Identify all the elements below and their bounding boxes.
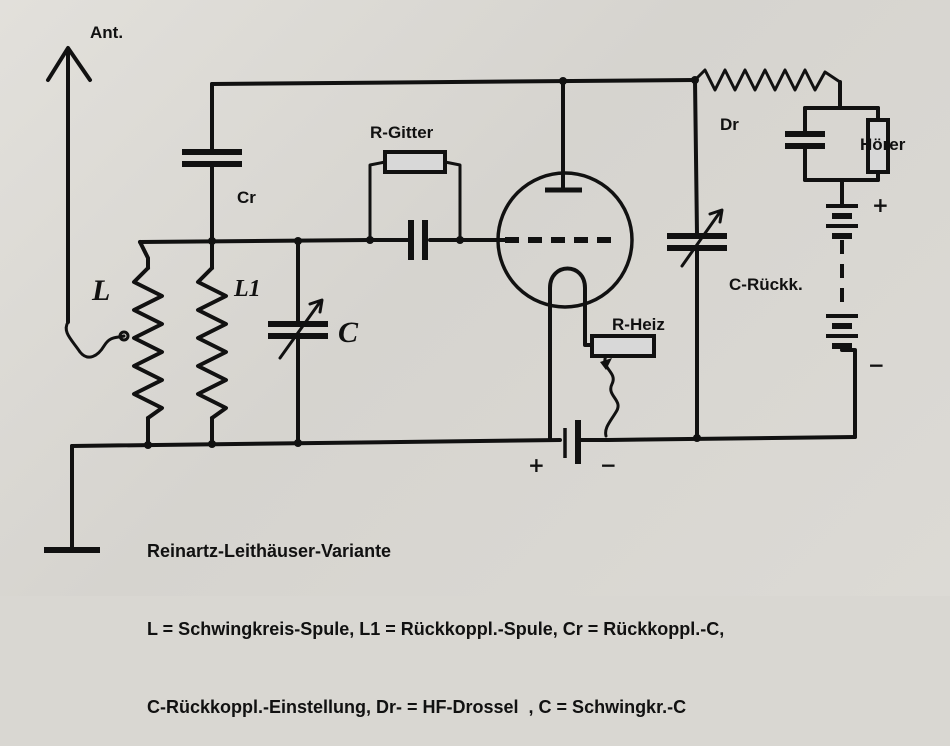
choke-winding (693, 68, 842, 92)
top-rail-wire (210, 78, 697, 86)
heater-battery (563, 420, 610, 464)
anode-battery (826, 204, 858, 439)
ground-symbol (44, 444, 100, 553)
anode-battery-lower-lead (840, 348, 857, 439)
antenna-label: Ant. (90, 23, 123, 42)
coil-l-label: L (91, 274, 110, 307)
caption-block: Reinartz-Leithäuser-Variante L = Schwing… (147, 486, 724, 746)
node-anode-top (559, 77, 567, 85)
rgrid-label: R-Gitter (370, 123, 434, 142)
coil-l1-winding (196, 266, 228, 420)
caption-legend-line-2: C-Rückkoppl.-Einstellung, Dr- = HF-Dross… (147, 697, 687, 717)
coil-l-winding (132, 266, 164, 420)
triode-tube (496, 78, 634, 442)
headphone-network (785, 106, 890, 206)
capacitor-grid (408, 220, 428, 260)
c-adjust-arrow-head (308, 298, 324, 314)
antenna-symbol (46, 46, 130, 359)
resistor-grid (368, 150, 462, 242)
rheiz-label: R-Heiz (612, 315, 665, 334)
anode-minus-sign: − (868, 353, 885, 377)
coil-l1 (196, 239, 228, 446)
capacitor-c-variable (268, 239, 328, 445)
crueck-upper-lead (693, 78, 699, 236)
c-label: C (338, 316, 359, 349)
filament (548, 266, 587, 307)
antenna-tap-lead (64, 320, 126, 359)
rgrid-body (383, 150, 447, 174)
caption-title: Reinartz-Leithäuser-Variante (147, 541, 392, 561)
capacitor-cr (182, 82, 242, 242)
rheiz-wiper-lead (603, 354, 620, 438)
capacitor-feedback-variable (667, 78, 727, 440)
grid-rail-left (138, 238, 372, 244)
rheiz-body (590, 334, 656, 358)
bottom-rail-right (606, 435, 857, 442)
crueck-adjust-arrow-head (708, 208, 724, 224)
anode-plus-sign: + (872, 193, 889, 217)
heater-plus-sign: + (528, 453, 545, 477)
rgrid-left-lead (368, 160, 387, 242)
choke-label: Dr (720, 115, 739, 134)
antenna-arrow (46, 46, 92, 82)
filament-lead-right (583, 303, 594, 347)
antenna-tap-point (118, 330, 130, 342)
hoerer-label: Hörer (860, 135, 906, 154)
coil-l-top-lead (138, 240, 150, 270)
crueck-adjust-arrow-shaft (680, 210, 722, 268)
rheiz-wiper-arrow (600, 358, 612, 370)
bottom-rail-left (70, 438, 562, 448)
resistor-heater (590, 334, 656, 438)
reinartz-schematic: Ant. Cr R-Gitter (44, 23, 906, 553)
coil-l1-label: L1 (233, 276, 261, 302)
coil-l (132, 240, 164, 447)
rgrid-right-lead (443, 160, 462, 242)
c-adjust-arrow-shaft (278, 300, 322, 360)
cr-label: Cr (237, 188, 256, 207)
heater-minus-sign: − (600, 453, 617, 477)
caption-legend-line-1: L = Schwingkreis-Spule, L1 = Rückkoppl.-… (147, 619, 725, 639)
crueck-label: C-Rückk. (729, 275, 803, 294)
choke-dr (693, 68, 842, 110)
